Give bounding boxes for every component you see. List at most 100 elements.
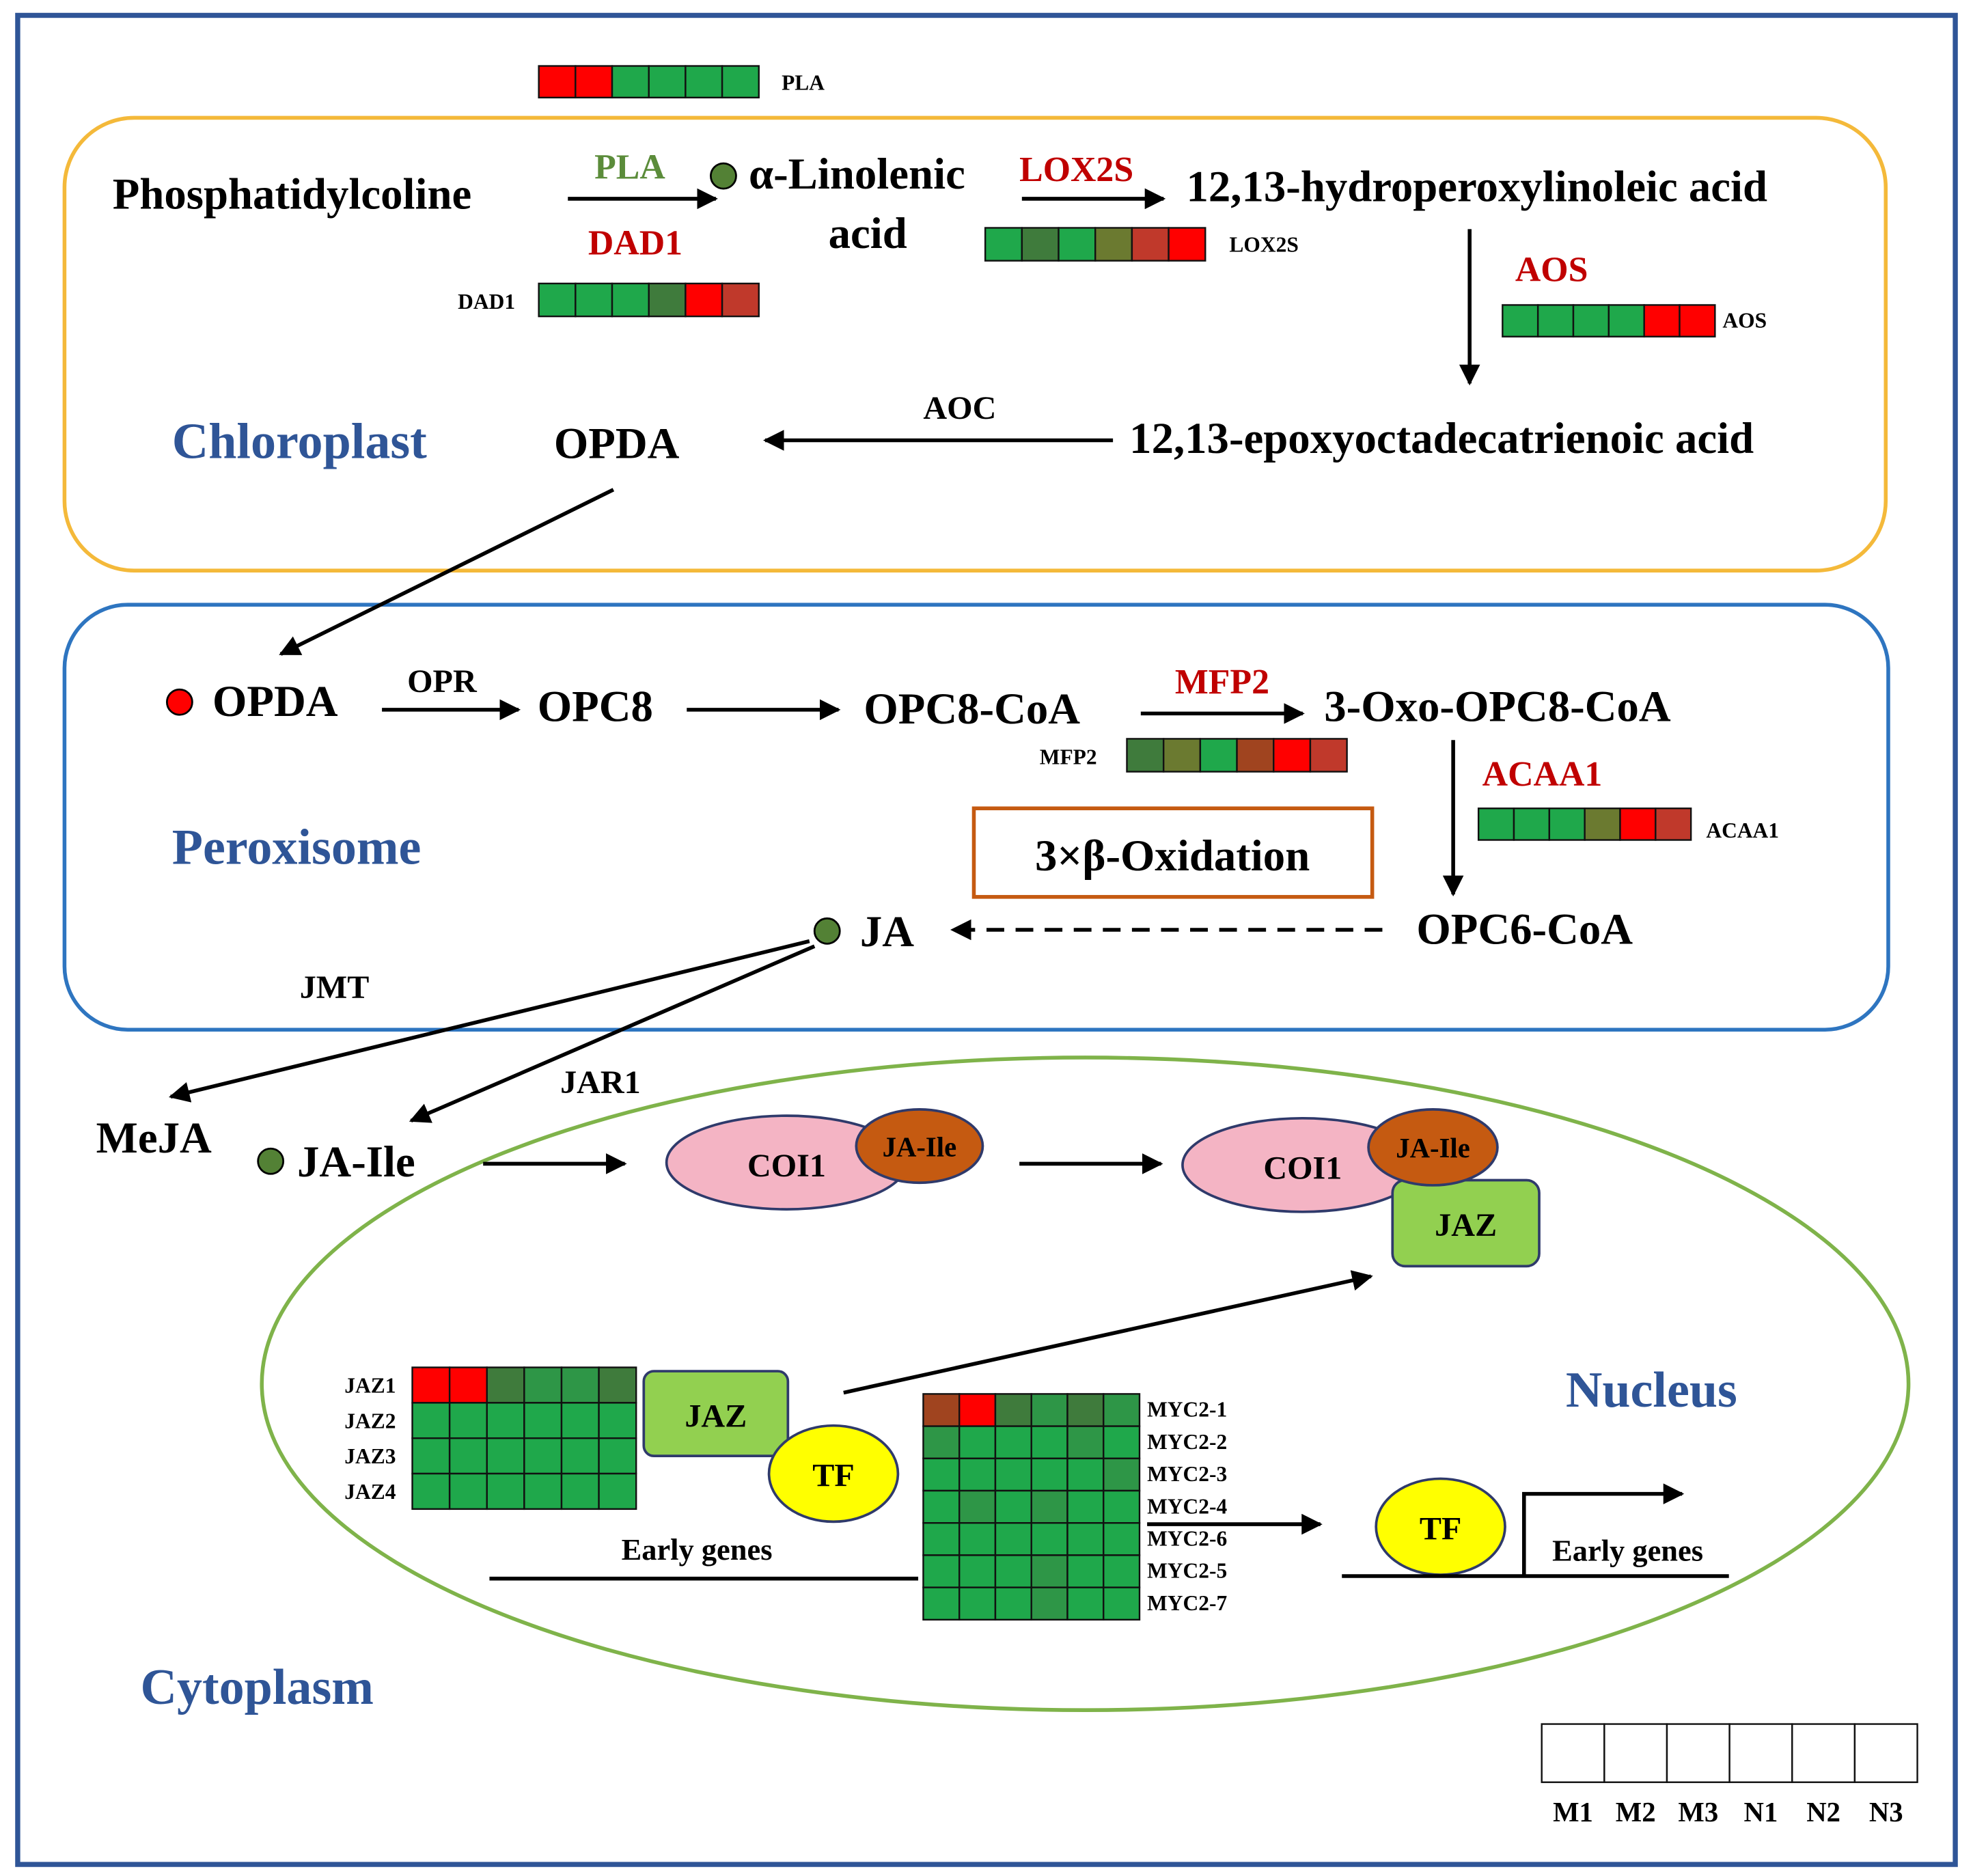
- mfp2-cell-3: [1199, 738, 1238, 773]
- coi1-complex-label: COI1: [1263, 1150, 1342, 1187]
- myc-cell-r4-c4: [1030, 1489, 1068, 1524]
- myc-cell-r1-c5: [1066, 1393, 1105, 1427]
- linolenic-acid-label-line2: acid: [829, 209, 907, 258]
- mfp2-expression-heatmap: [1126, 738, 1348, 773]
- jaz-label-1: JAZ1: [344, 1374, 396, 1398]
- myc2-gene-labels: MYC2-1MYC2-2MYC2-3MYC2-4MYC2-6MYC2-5MYC2…: [1147, 1398, 1227, 1615]
- jaile-ligand-complex-label: JA-Ile: [1396, 1133, 1470, 1163]
- beta-oxidation-box: [971, 806, 1375, 899]
- myc-cell-r5-c5: [1066, 1522, 1105, 1556]
- dad1-enzyme-label: DAD1: [588, 223, 682, 262]
- aos-cell-5: [1643, 304, 1681, 337]
- ja-marker: [813, 917, 841, 945]
- tf-repressed: [767, 1424, 900, 1523]
- opc6coa-label: OPC6-CoA: [1416, 905, 1633, 954]
- jaz-label-3: JAZ3: [344, 1444, 396, 1468]
- myc-cell-r7-c4: [1030, 1586, 1068, 1621]
- legend-label-4: N1: [1744, 1797, 1778, 1827]
- phosphatidylcholine-label: Phosphatidylcoline: [113, 170, 472, 219]
- jaz-repressor: [642, 1370, 790, 1457]
- jaz-cell-r2-c1: [411, 1402, 451, 1439]
- mfp2-cell-5: [1273, 738, 1312, 773]
- jaz-cell-r1-c6: [598, 1366, 637, 1404]
- meja-label: MeJA: [96, 1114, 212, 1163]
- early-genes-repressed-label: Early genes: [622, 1532, 773, 1567]
- linolenic-acid-marker: [710, 162, 737, 190]
- dad1-expression-heatmap: [538, 282, 760, 318]
- lox2s-cell-1: [984, 227, 1023, 262]
- lox2s-cell-3: [1058, 227, 1096, 262]
- jar1-enzyme-label: JAR1: [560, 1064, 641, 1101]
- myc-cell-r3-c2: [958, 1457, 997, 1492]
- myc-cell-r4-c3: [994, 1489, 1032, 1524]
- myc-cell-r1-c4: [1030, 1393, 1068, 1427]
- mfp2-cell-4: [1236, 738, 1275, 773]
- jaz-cell-r1-c1: [411, 1366, 451, 1404]
- myc-cell-r6-c6: [1103, 1554, 1141, 1588]
- opda-chloroplast-label: OPDA: [554, 419, 680, 468]
- lox2s-enzyme-label: LOX2S: [1019, 150, 1133, 189]
- peroxisome-label: Peroxisome: [172, 820, 422, 876]
- nucleus-boundary: [260, 1056, 1911, 1712]
- myc-cell-r7-c2: [958, 1586, 997, 1621]
- jaz-label-2: JAZ2: [344, 1409, 396, 1433]
- acaa1-heatmap-label: ACAA1: [1706, 818, 1779, 842]
- chloroplast-label: Chloroplast: [172, 413, 427, 469]
- dad1-cell-2: [575, 282, 613, 318]
- jaz-complex-label: JAZ: [1435, 1207, 1497, 1243]
- legend-label-2: M2: [1616, 1797, 1656, 1827]
- aos-cell-6: [1679, 304, 1716, 337]
- legend-label-5: N2: [1806, 1797, 1840, 1827]
- pla-cell-3: [611, 65, 650, 99]
- jaz-repressor-label: JAZ: [685, 1398, 747, 1435]
- mfp2-heatmap-label: MFP2: [1040, 745, 1097, 769]
- myc-label-1: MYC2-1: [1147, 1398, 1227, 1422]
- epoxyoctadecatrienoic-acid-label: 12,13-epoxyoctadecatrienoic acid: [1129, 414, 1754, 463]
- myc-cell-r2-c6: [1103, 1425, 1141, 1460]
- ja-to-meja-arrow: [168, 939, 810, 1103]
- jmt-enzyme-label: JMT: [300, 969, 370, 1006]
- jaz-cell-r3-c4: [523, 1437, 563, 1475]
- lox2s-cell-6: [1168, 227, 1206, 262]
- hydroperoxylinoleic-acid-label: 12,13-hydroperoxylinoleic acid: [1187, 163, 1768, 212]
- lox2s-expression-heatmap: [984, 227, 1206, 262]
- myc-cell-r6-c4: [1030, 1554, 1068, 1588]
- aos-cell-3: [1572, 304, 1610, 337]
- myc-cell-r6-c3: [994, 1554, 1032, 1588]
- myc-cell-r2-c4: [1030, 1425, 1068, 1460]
- ja-label: JA: [860, 907, 914, 956]
- lox2s-cell-5: [1131, 227, 1170, 262]
- myc-cell-r4-c6: [1103, 1489, 1141, 1524]
- pla-enzyme-label: PLA: [594, 148, 665, 187]
- myc-cell-r2-c1: [922, 1425, 961, 1460]
- jaile-ligand-complex: [1367, 1107, 1499, 1187]
- chloroplast-boundary: [62, 115, 1888, 573]
- beta-oxidation-label: 3×β-Oxidation: [1035, 831, 1310, 881]
- legend-box-1: [1541, 1723, 1605, 1783]
- jaile-ligand-label: JA-Ile: [883, 1131, 957, 1162]
- jaz-cell-r2-c4: [523, 1402, 563, 1439]
- pla-heatmap-label: PLA: [782, 71, 825, 95]
- jaz-cell-r1-c5: [560, 1366, 600, 1404]
- acaa1-cell-3: [1548, 808, 1586, 841]
- myc-cell-r4-c5: [1066, 1489, 1105, 1524]
- nucleus-label: Nucleus: [1566, 1362, 1737, 1418]
- pla-cell-4: [648, 65, 687, 99]
- opda-export-arrow: [279, 488, 615, 656]
- myc-cell-r3-c4: [1030, 1457, 1068, 1492]
- jaz-cell-r2-c2: [448, 1402, 488, 1439]
- myc-cell-r6-c5: [1066, 1554, 1105, 1588]
- acaa1-cell-1: [1477, 808, 1515, 841]
- jaz-cell-r3-c3: [486, 1437, 525, 1475]
- acaa1-cell-5: [1619, 808, 1657, 841]
- mfp2-cell-1: [1126, 738, 1165, 773]
- dad1-cell-6: [721, 282, 760, 318]
- jaz-cell-r3-c6: [598, 1437, 637, 1475]
- pla-cell-5: [685, 65, 723, 99]
- aos-enzyme-label: AOS: [1515, 250, 1588, 289]
- outer-frame: [15, 12, 1958, 1867]
- ja-to-jaile-arrow: [409, 944, 816, 1123]
